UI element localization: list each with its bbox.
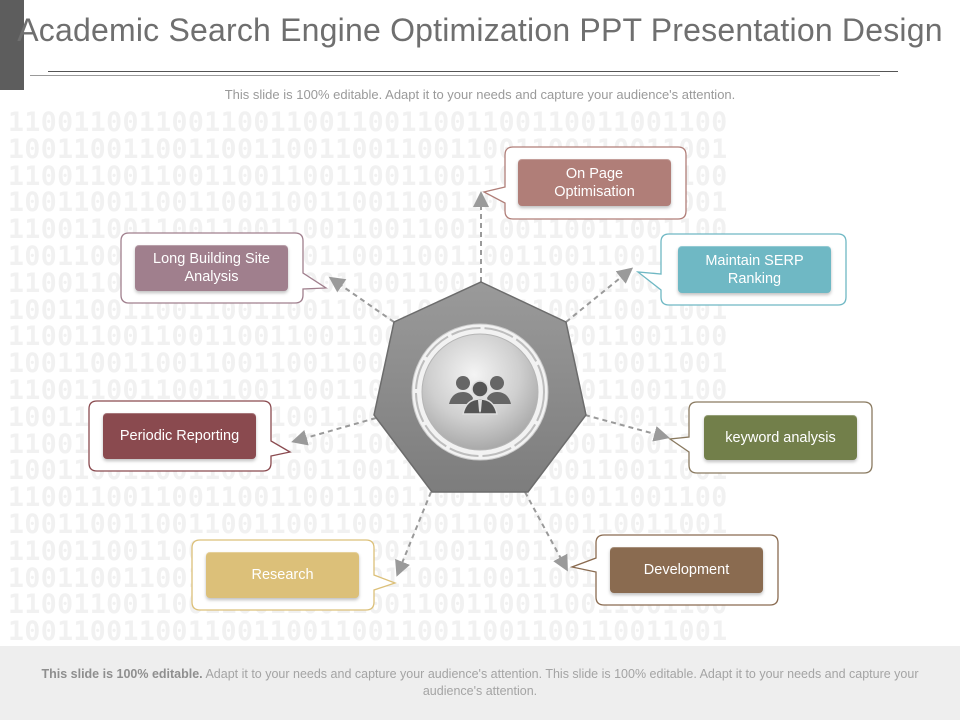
- node-development: Development: [610, 547, 763, 593]
- slide-subtitle: This slide is 100% editable. Adapt it to…: [224, 87, 736, 102]
- title-underline: [48, 71, 898, 72]
- connectors: [291, 191, 670, 577]
- node-label: Long Building Site Analysis: [153, 251, 270, 285]
- footer-text: This slide is 100% editable. Adapt it to…: [20, 666, 940, 700]
- node-label: Periodic Reporting: [119, 428, 240, 444]
- connector-keyword: [584, 414, 670, 442]
- node-label: Research: [251, 567, 314, 583]
- connector-serp: [565, 267, 634, 323]
- title-underline-secondary: [30, 75, 880, 76]
- node-maintain-serp-ranking: Maintain SERP Ranking: [678, 246, 831, 293]
- node-label: Development: [643, 562, 730, 578]
- footer-rest: Adapt it to your needs and capture your …: [202, 667, 919, 698]
- connector-periodic: [291, 417, 377, 446]
- footer-bar: This slide is 100% editable. Adapt it to…: [0, 646, 960, 720]
- node-label: keyword analysis: [725, 429, 836, 446]
- node-on-page-optimisation: On Page Optimisation: [518, 159, 671, 206]
- node-label: Maintain SERP Ranking: [705, 252, 804, 287]
- node-research: Research: [206, 552, 359, 598]
- people-group-icon: [449, 376, 511, 415]
- connector-long-building: [328, 276, 395, 323]
- connector-research: [395, 491, 432, 577]
- corner-accent-bar: [0, 0, 24, 90]
- footer-bold: This slide is 100% editable.: [41, 667, 203, 681]
- hub-ring-inner: [415, 327, 545, 457]
- node-periodic-reporting: Periodic Reporting: [103, 413, 256, 459]
- slide-title: Academic Search Engine Optimization PPT …: [17, 12, 943, 48]
- node-label: On Page Optimisation: [554, 165, 635, 200]
- node-long-building-site-analysis: Long Building Site Analysis: [135, 245, 288, 291]
- center-hub: [373, 281, 587, 493]
- node-keyword-analysis: keyword analysis: [704, 415, 857, 460]
- connector-development: [524, 491, 568, 572]
